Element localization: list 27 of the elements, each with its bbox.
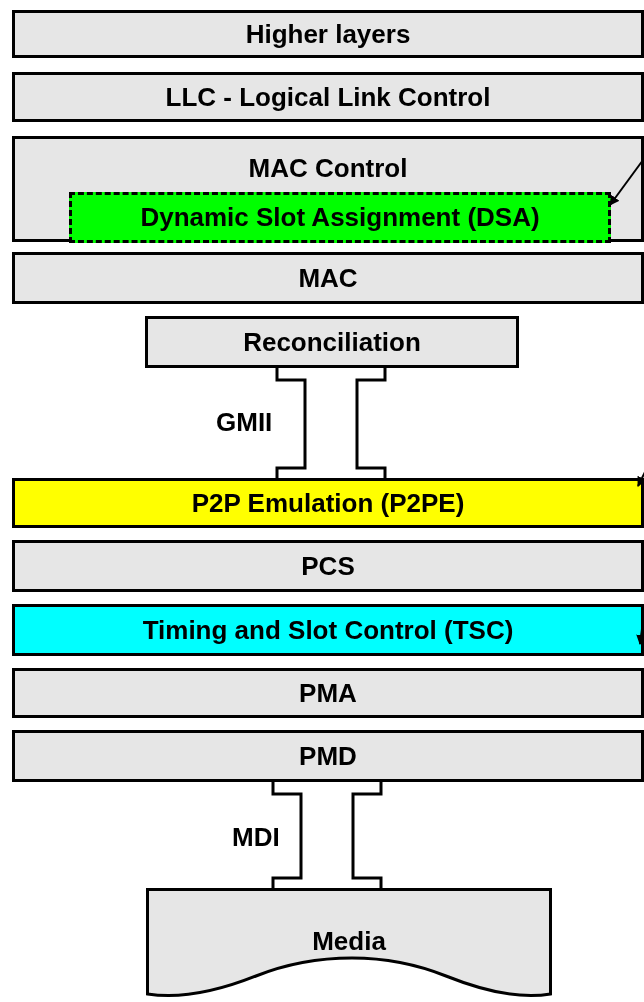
- layer-box: [12, 604, 644, 656]
- layer-name: PMD: [299, 740, 357, 772]
- media-shape: [146, 888, 552, 1000]
- layer-box: [12, 10, 644, 58]
- arrow: [609, 159, 644, 206]
- layer-box: [12, 540, 644, 592]
- layer-name: LLC - Logical Link Control: [165, 81, 491, 113]
- layer-name: PCS: [301, 550, 355, 582]
- layer-name: Media: [312, 926, 386, 957]
- interface-connector: [275, 366, 387, 480]
- layer-name: P2P Emulation (P2PE): [191, 487, 465, 519]
- layer-name: Higher layers: [245, 18, 411, 50]
- layer-name: Dynamic Slot Assignment (DSA): [140, 202, 540, 233]
- dashed-function-box: [69, 192, 611, 243]
- layer-box: [12, 136, 644, 242]
- layer-box: [12, 668, 644, 718]
- layer-box: [12, 72, 644, 122]
- layer-box: [12, 478, 644, 528]
- interface-connector: [271, 780, 383, 890]
- layer-name: PMA: [299, 677, 357, 709]
- sublayer-box: [145, 316, 519, 368]
- layer-name: MAC: [298, 262, 358, 294]
- layer-box: [12, 730, 644, 782]
- layer-name: MAC Control: [248, 153, 408, 184]
- layer-name: Reconciliation: [243, 326, 421, 358]
- layer-name: Timing and Slot Control (TSC): [142, 614, 514, 646]
- layer-box: [12, 252, 644, 304]
